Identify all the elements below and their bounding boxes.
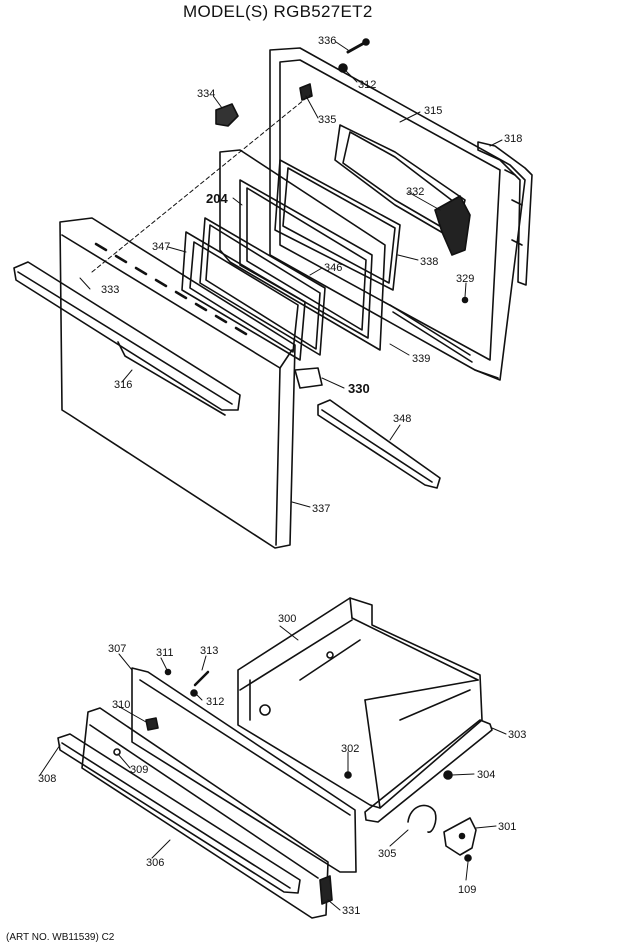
inner-glass <box>199 217 326 356</box>
clip-311 <box>164 668 172 676</box>
label-329: 329 <box>456 273 474 285</box>
drawer-rail <box>364 719 493 823</box>
washer-312-drawer <box>190 689 198 697</box>
label-311: 311 <box>156 647 174 659</box>
screw-313 <box>193 670 210 687</box>
label-301: 301 <box>498 821 516 833</box>
part-labels: 336 312 334 335 315 318 332 204 347 338 … <box>38 35 526 917</box>
label-302: 302 <box>341 743 359 755</box>
screw-109 <box>464 854 472 862</box>
label-313: 313 <box>200 645 218 657</box>
label-337: 337 <box>312 503 330 515</box>
label-333: 333 <box>101 284 119 296</box>
label-339: 339 <box>412 353 430 365</box>
label-204: 204 <box>206 191 228 206</box>
drawer-body <box>237 597 483 809</box>
glass-frame <box>181 231 306 361</box>
drawer-handle <box>57 733 301 894</box>
label-306: 306 <box>146 857 164 869</box>
label-312: 312 <box>358 79 376 91</box>
label-346: 346 <box>324 262 342 274</box>
latch-bracket <box>434 195 471 256</box>
door-clip <box>215 103 239 127</box>
label-307: 307 <box>108 643 126 655</box>
label-304: 304 <box>477 769 495 781</box>
label-305: 305 <box>378 848 396 860</box>
label-334: 334 <box>197 88 215 100</box>
label-335: 335 <box>318 114 336 126</box>
assembly-guide-line <box>91 94 311 273</box>
bracket-335 <box>299 83 313 101</box>
screw-336 <box>346 38 370 54</box>
label-338: 338 <box>420 256 438 268</box>
drawer-front <box>81 707 329 919</box>
screw-302 <box>344 771 352 779</box>
label-300: 300 <box>278 613 296 625</box>
label-348: 348 <box>393 413 411 425</box>
model-title: MODEL(S) RGB527ET2 <box>183 2 373 21</box>
label-109: 109 <box>458 884 476 896</box>
label-310: 310 <box>112 699 130 711</box>
door-gasket-strip <box>294 367 323 389</box>
label-331: 331 <box>342 905 360 917</box>
wire-spring <box>407 804 437 833</box>
label-316: 316 <box>114 379 132 391</box>
label-308: 308 <box>38 773 56 785</box>
drawer-bracket <box>443 817 477 856</box>
label-318: 318 <box>504 133 522 145</box>
label-303: 303 <box>508 729 526 741</box>
drawer-inner-panel <box>131 667 357 873</box>
label-336: 336 <box>318 35 336 47</box>
door-handle <box>13 261 241 416</box>
clip-310 <box>145 717 159 731</box>
label-309: 309 <box>130 764 148 776</box>
hinge-bar <box>317 399 441 489</box>
label-315: 315 <box>424 105 442 117</box>
hinge-rail <box>477 141 533 286</box>
label-332: 332 <box>406 186 424 198</box>
label-312-drawer: 312 <box>206 696 224 708</box>
leader-lines <box>39 41 507 911</box>
spacer-strip <box>389 304 473 363</box>
art-number: (ART NO. WB11539) C2 <box>6 932 115 943</box>
screw-329 <box>461 296 469 304</box>
bracket-331 <box>319 875 333 905</box>
outer-door-panel <box>59 217 296 549</box>
label-347: 347 <box>152 241 170 253</box>
door-liner <box>219 149 386 351</box>
label-330: 330 <box>348 381 370 396</box>
drawer-bumper <box>443 770 453 780</box>
